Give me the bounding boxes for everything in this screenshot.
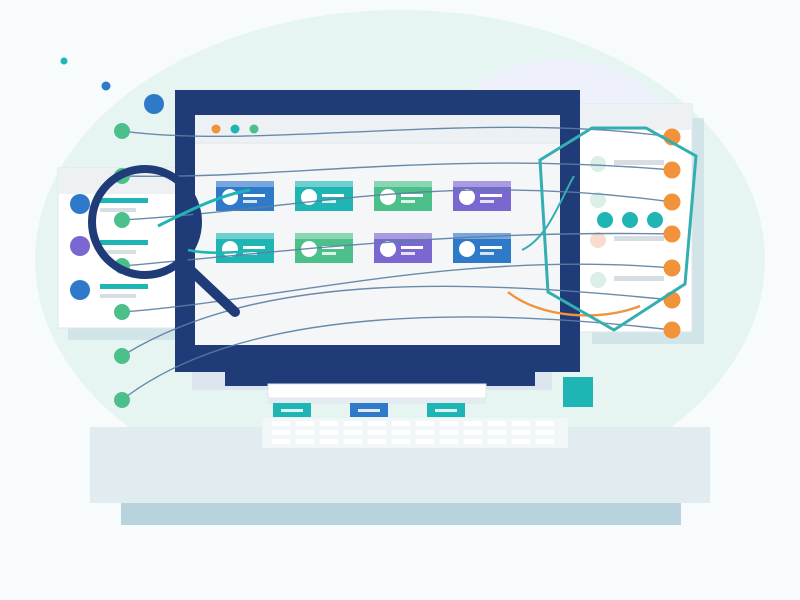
- keyboard-key: [272, 430, 290, 435]
- keyboard-key: [440, 430, 458, 435]
- screen-card: [295, 181, 353, 211]
- keyboard-key: [536, 430, 554, 435]
- decor-dot: [144, 94, 164, 114]
- right-nodes: [663, 128, 681, 339]
- screen-card: [453, 181, 511, 211]
- magnifier-icon: [88, 165, 261, 317]
- keyboard-key: [296, 421, 314, 426]
- shield-icon: [521, 126, 698, 332]
- status-dot: [647, 212, 663, 228]
- keyboard-key: [296, 439, 314, 444]
- keyboard-key: [464, 421, 482, 426]
- node-icon: [663, 161, 681, 179]
- keyboard-key: [536, 439, 554, 444]
- keyboard-key: [464, 439, 482, 444]
- keyboard-key: [344, 421, 362, 426]
- keyboard-key: [272, 439, 290, 444]
- keyboard-key: [344, 439, 362, 444]
- monitor: [175, 90, 580, 372]
- node-icon: [114, 212, 130, 228]
- decor-dot: [101, 81, 111, 91]
- keyboard-key: [464, 430, 482, 435]
- decor-square: [563, 377, 593, 407]
- keyboard-key: [344, 430, 362, 435]
- screen-card: [374, 233, 432, 263]
- right-panel: [577, 103, 704, 344]
- keyboard-key: [320, 421, 338, 426]
- keyboard-key: [512, 439, 530, 444]
- keyboard-key: [488, 421, 506, 426]
- window-dot: [249, 124, 259, 134]
- node-icon: [114, 348, 130, 364]
- status-dot: [597, 212, 613, 228]
- avatar: [70, 280, 90, 300]
- keyboard-key: [368, 430, 386, 435]
- status-dot: [622, 212, 638, 228]
- keyboard-key: [512, 421, 530, 426]
- avatar: [70, 194, 90, 214]
- monitor-stand: [192, 368, 552, 417]
- node-icon: [663, 259, 681, 277]
- node-icon: [114, 304, 130, 320]
- keyboard-key: [392, 430, 410, 435]
- keyboard-key: [512, 430, 530, 435]
- keyboard-key: [368, 421, 386, 426]
- keyboard-key: [320, 439, 338, 444]
- keyboard-key: [440, 421, 458, 426]
- keyboard-key: [440, 439, 458, 444]
- screen-card: [374, 181, 432, 211]
- keyboard-key: [416, 439, 434, 444]
- keyboard-key: [416, 421, 434, 426]
- node-icon: [114, 392, 130, 408]
- keyboard: [262, 418, 568, 448]
- node-icon: [663, 193, 681, 211]
- keyboard-key: [392, 421, 410, 426]
- connector-lines: [121, 126, 673, 401]
- keyboard-key: [320, 430, 338, 435]
- keyboard-key: [296, 430, 314, 435]
- keyboard-key: [392, 439, 410, 444]
- keyboard-key: [416, 430, 434, 435]
- decor-dot: [60, 57, 68, 65]
- orange-arc: [507, 291, 641, 317]
- window-dot: [230, 124, 240, 134]
- window-dot: [211, 124, 221, 134]
- keyboard-key: [536, 421, 554, 426]
- node-icon: [663, 225, 681, 243]
- node-icon: [114, 123, 130, 139]
- keyboard-key: [488, 430, 506, 435]
- keyboard-key: [272, 421, 290, 426]
- keyboard-key: [488, 439, 506, 444]
- screen-card: [216, 233, 274, 263]
- keyboard-key: [368, 439, 386, 444]
- avatar: [70, 236, 90, 256]
- monitor-screen: [195, 115, 560, 345]
- node-icon: [663, 321, 681, 339]
- desk: [90, 427, 710, 525]
